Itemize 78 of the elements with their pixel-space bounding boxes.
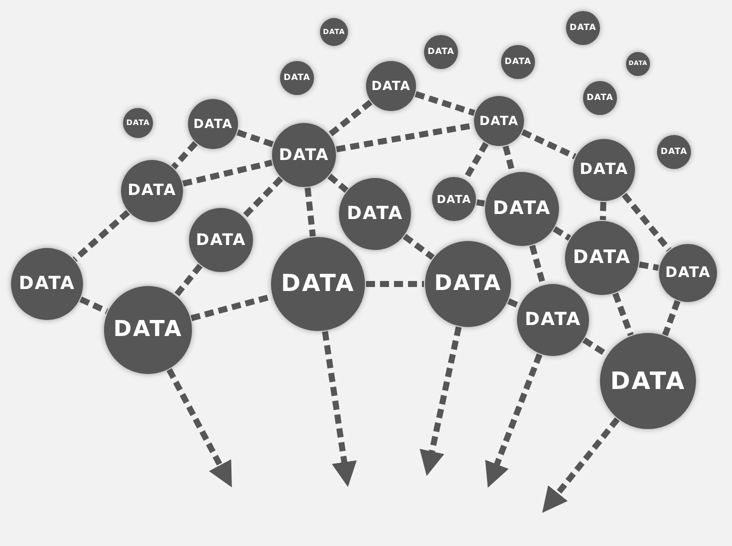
node-label: DATA (113, 319, 183, 341)
data-circle (626, 52, 650, 76)
data-circle (11, 248, 83, 320)
node-label: DATA (660, 148, 688, 156)
node-label: DATA (428, 48, 454, 56)
connector-line (662, 300, 680, 336)
node-label: DATA (479, 114, 519, 128)
node-label: DATA (193, 118, 233, 130)
connector-line (622, 192, 672, 252)
connector-line (612, 292, 634, 336)
data-circle (339, 178, 411, 250)
data-circle (432, 177, 476, 221)
data-circle (123, 108, 153, 138)
node-label: DATA (196, 232, 246, 248)
arrow (166, 368, 232, 488)
node-label: DATA (580, 162, 628, 178)
node-label: DATA (18, 275, 76, 293)
connector-line (79, 296, 108, 314)
data-circle (566, 11, 600, 45)
data-circle (121, 160, 183, 222)
node-label: DATA (128, 183, 176, 199)
data-circle (600, 333, 696, 429)
node-label: DATA (504, 58, 532, 66)
connector-line (638, 262, 659, 271)
connector-line (171, 141, 198, 170)
node-label: DATA (284, 74, 310, 82)
arrow (322, 331, 357, 488)
data-circle (272, 123, 336, 187)
node-label: DATA (278, 147, 330, 163)
arrow (420, 326, 462, 476)
connector-line (174, 264, 203, 297)
node-label: DATA (346, 205, 404, 223)
node-label: DATA (572, 248, 632, 268)
connector-line (521, 129, 576, 160)
data-circle (366, 61, 416, 111)
data-circle (104, 286, 192, 374)
data-circle (424, 35, 458, 69)
data-circle (501, 45, 535, 79)
data-circle (320, 18, 348, 46)
node-label: DATA (524, 311, 582, 329)
connector-line (242, 176, 284, 218)
data-circle (485, 172, 559, 246)
connector-line (600, 202, 606, 220)
arrow (542, 417, 620, 513)
connector-line (552, 226, 572, 241)
connector-line (236, 130, 274, 148)
connector-line (402, 234, 435, 260)
node-label: DATA (434, 273, 502, 295)
node-label: DATA (492, 200, 552, 218)
connector-line (304, 187, 316, 237)
node-label: DATA (610, 369, 686, 393)
data-circle (280, 61, 314, 95)
data-circle (657, 135, 691, 169)
node-label: DATA (371, 80, 411, 92)
data-circle (271, 237, 365, 331)
connector-line (72, 210, 130, 262)
data-circle (425, 241, 511, 327)
connector-line (366, 281, 424, 287)
connector-line (414, 91, 476, 116)
connector-line (328, 100, 372, 137)
data-circle (188, 99, 238, 149)
node-label: DATA (665, 266, 711, 280)
data-circle (517, 284, 589, 356)
connector-line (476, 199, 485, 206)
arrow (485, 353, 542, 488)
data-circle (583, 81, 617, 115)
connector-line (327, 174, 348, 193)
data-circle (189, 208, 253, 272)
connector-line (182, 160, 273, 187)
connector-line (507, 298, 520, 308)
data-circle (565, 221, 639, 295)
data-circle (659, 244, 717, 302)
node-label: DATA (586, 94, 614, 102)
data-circle (573, 139, 635, 201)
node-label: DATA (436, 194, 472, 204)
node-label: DATA (570, 24, 596, 32)
data-circle (474, 96, 524, 146)
node-label: DATA (281, 272, 355, 296)
